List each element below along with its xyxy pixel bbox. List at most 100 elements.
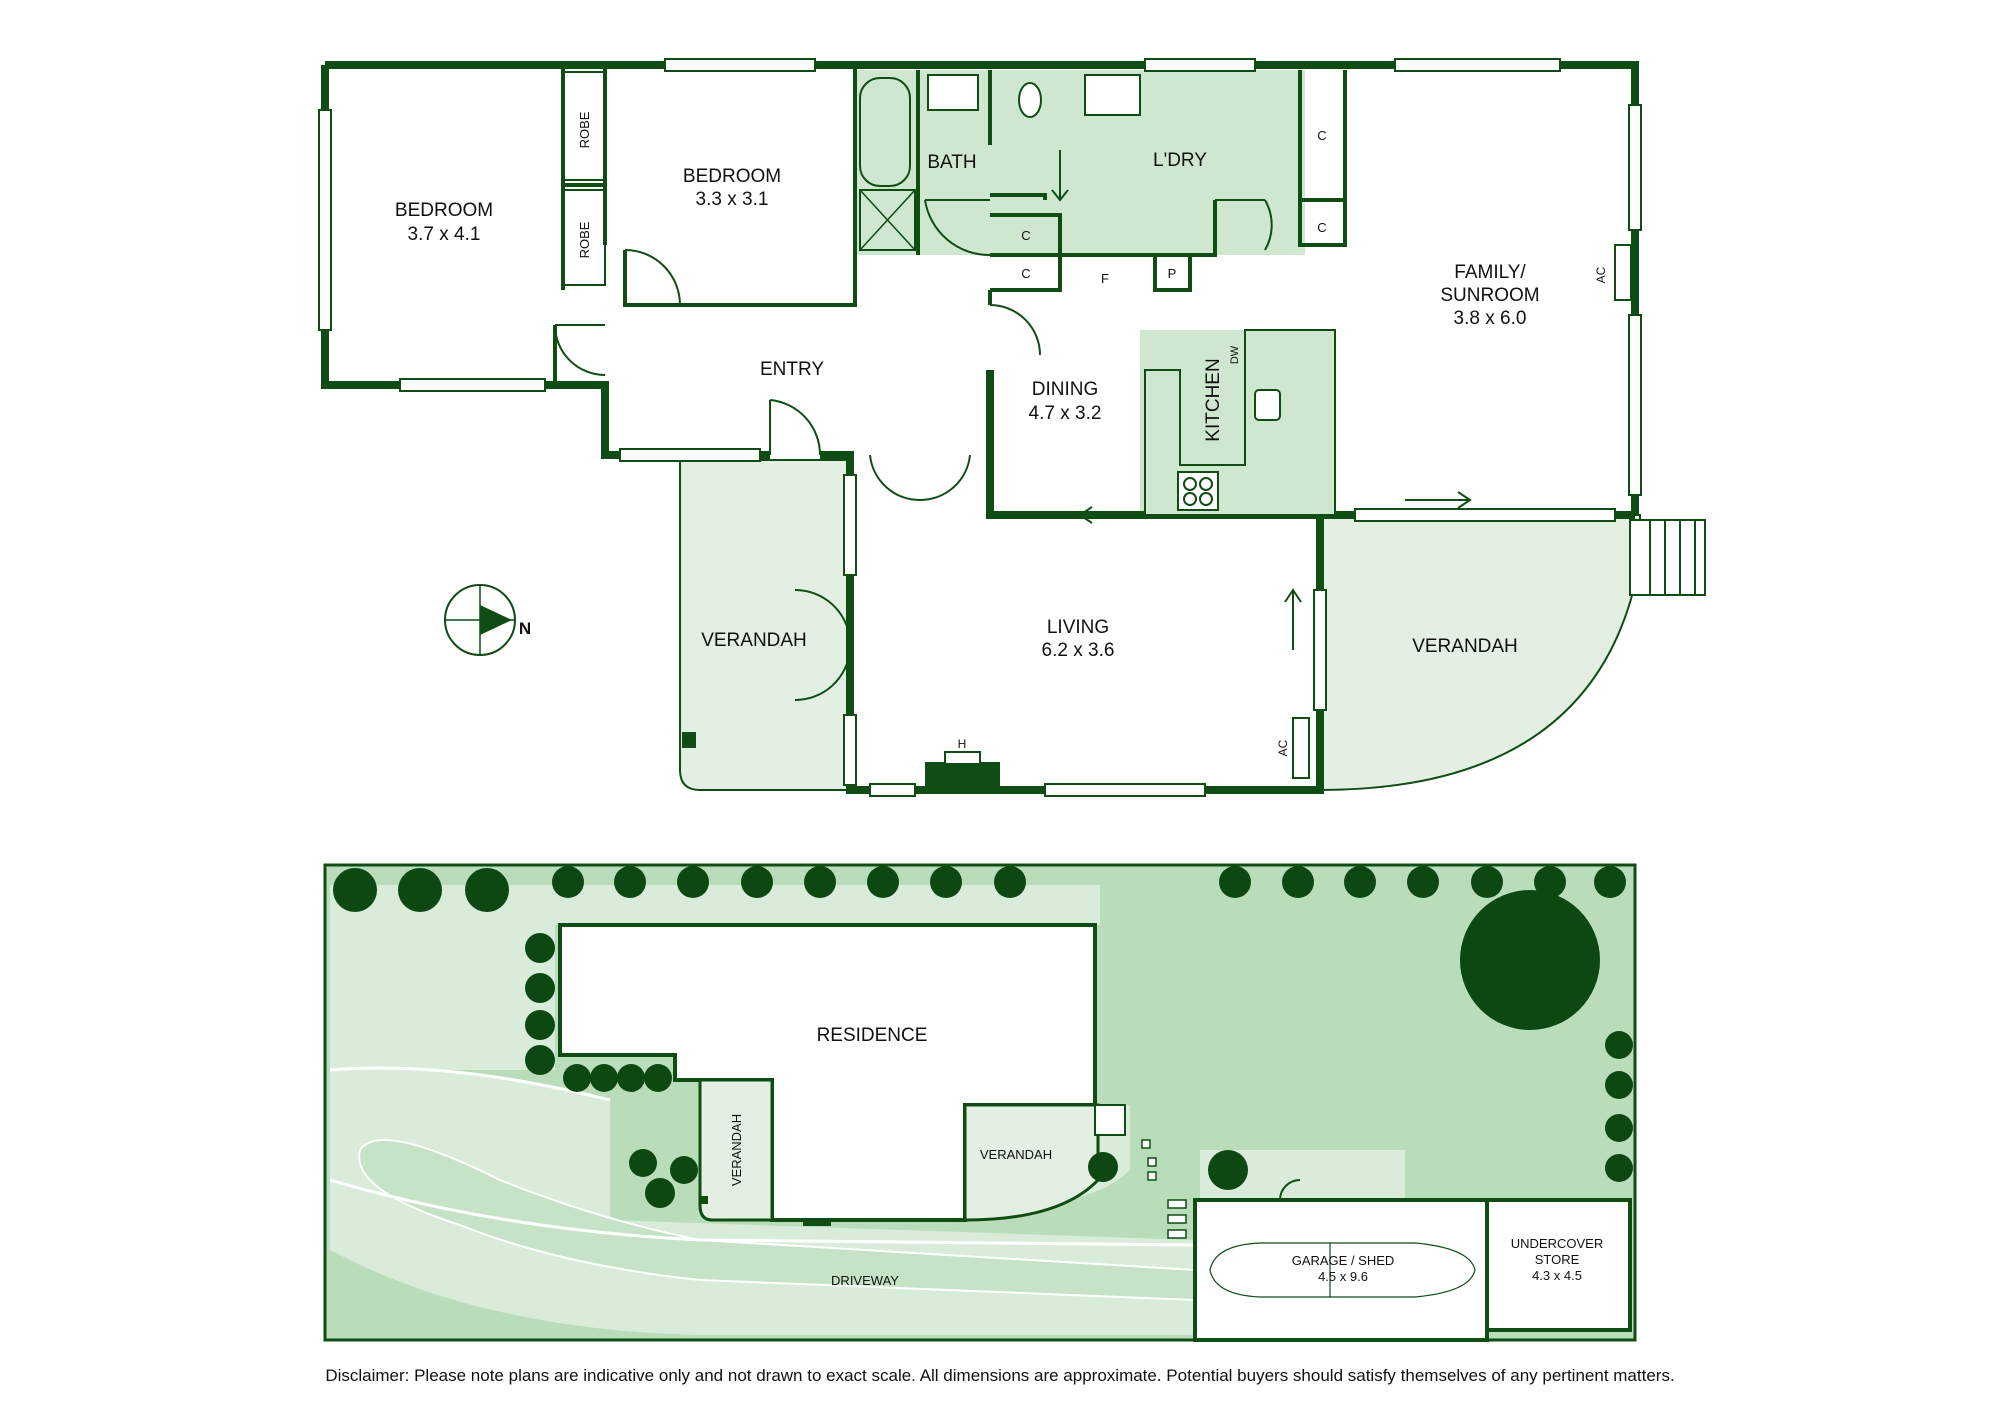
room-bath-name: BATH xyxy=(927,152,976,173)
room-verandah-left-name: VERANDAH xyxy=(701,630,807,651)
robe-label-bottom: ROBE xyxy=(577,221,592,258)
room-living-name: LIVING xyxy=(1047,617,1109,638)
floor-plan: N BEDROOM 3.7 x 4.1 BEDROOM 3.3 x 3.1 BA… xyxy=(318,58,1706,797)
pantry-label: P xyxy=(1168,266,1177,281)
stepping-stone xyxy=(1141,1139,1151,1149)
robe-label-top: ROBE xyxy=(577,111,592,148)
room-bedroom-2-name: BEDROOM xyxy=(683,166,781,187)
tree-icon xyxy=(465,868,509,912)
tree-icon xyxy=(629,1149,657,1177)
pantry-box xyxy=(1153,253,1192,292)
shower-cross xyxy=(859,189,916,251)
garage-size: 4.5 x 9.6 xyxy=(1318,1269,1368,1284)
verandah-post xyxy=(682,732,696,748)
tree-icon xyxy=(525,1010,555,1040)
stepping-stone xyxy=(1167,1229,1187,1239)
window xyxy=(1628,314,1642,496)
arrow-family xyxy=(1405,491,1472,509)
tree-icon xyxy=(644,1064,672,1092)
garage-label: GARAGE / SHED xyxy=(1292,1253,1395,1268)
tree-icon xyxy=(552,866,584,898)
tree-icon xyxy=(525,1045,555,1075)
cooktop-burner xyxy=(1183,492,1197,506)
tree-icon xyxy=(1605,1154,1633,1182)
post-site xyxy=(700,1196,708,1204)
stepping-stone xyxy=(1147,1171,1157,1181)
laundry-fill xyxy=(990,70,1305,255)
tree-icon xyxy=(804,866,836,898)
site-plan: RESIDENCE VERANDAH VERANDAH DRIVEWAY GAR… xyxy=(323,863,1637,1342)
heater xyxy=(925,762,1000,790)
cooktop xyxy=(1177,471,1219,511)
room-bedroom-1-name: BEDROOM xyxy=(395,200,493,221)
bed1-south-wall xyxy=(325,325,557,387)
disclaimer: Disclaimer: Please note plans are indica… xyxy=(325,1366,1675,1385)
side-path xyxy=(1200,1150,1405,1200)
ac-label: AC xyxy=(1594,266,1608,283)
room-living-size: 6.2 x 3.6 xyxy=(1042,640,1115,661)
heater-site xyxy=(803,1218,831,1226)
family-cupboards xyxy=(1298,70,1347,247)
cooktop-burner xyxy=(1199,492,1213,506)
room-bedroom-2-size: 3.3 x 3.1 xyxy=(696,189,769,210)
residence-label: RESIDENCE xyxy=(817,1025,928,1046)
tree-icon xyxy=(741,866,773,898)
room-dining-size: 4.7 x 3.2 xyxy=(1029,403,1102,424)
door-entry-east xyxy=(989,304,1041,356)
tree-icon xyxy=(617,1064,645,1092)
door-living-double xyxy=(869,454,971,502)
robe-top xyxy=(562,71,606,181)
tree-icon xyxy=(1534,866,1566,898)
tree-icon xyxy=(994,866,1026,898)
window xyxy=(318,109,332,331)
window xyxy=(1394,58,1561,72)
cupboard-label: C xyxy=(1317,220,1326,235)
window xyxy=(1044,783,1206,797)
tree-icon xyxy=(563,1064,591,1092)
window xyxy=(664,58,816,72)
tree-icon xyxy=(525,973,555,1003)
steps xyxy=(1629,519,1706,596)
tree-icon xyxy=(1219,866,1251,898)
ac-unit xyxy=(1614,244,1632,301)
kitchen-bench xyxy=(1144,329,1336,516)
toilet xyxy=(1018,82,1042,118)
window xyxy=(843,474,857,576)
door-laundry xyxy=(1215,199,1273,251)
tree-icon xyxy=(930,866,962,898)
room-dining-name: DINING xyxy=(1032,379,1099,400)
room-family-name-2: SUNROOM xyxy=(1440,285,1539,306)
room-verandah-right-name: VERANDAH xyxy=(1412,636,1518,657)
store-label: UNDERCOVER xyxy=(1511,1236,1603,1251)
tree-icon xyxy=(398,868,442,912)
trees xyxy=(333,866,1633,1208)
tree-icon xyxy=(1088,1152,1118,1182)
laundry-tub xyxy=(1084,74,1141,116)
tree-icon xyxy=(867,866,899,898)
room-kitchen-name: KITCHEN xyxy=(1203,358,1224,441)
west-wall xyxy=(321,65,770,459)
verandah-left-site xyxy=(698,1078,774,1222)
window xyxy=(619,448,761,462)
driveway-label: DRIVEWAY xyxy=(831,1273,899,1288)
garage xyxy=(1193,1198,1489,1342)
room-laundry-name: L'DRY xyxy=(1153,150,1207,171)
fridge-label: F xyxy=(1101,271,1109,286)
tree-icon xyxy=(677,866,709,898)
window xyxy=(399,378,546,392)
verandah-left-fill xyxy=(679,459,851,791)
shower xyxy=(859,189,916,251)
tree-icon xyxy=(590,1064,618,1092)
tree-icon xyxy=(525,933,555,963)
compass-label: N xyxy=(519,619,531,638)
ac-label: AC xyxy=(1276,739,1290,756)
room-family-size: 3.8 x 6.0 xyxy=(1454,308,1527,329)
laundry-south-wall xyxy=(990,200,1217,257)
tree-icon xyxy=(1605,1114,1633,1142)
tree-icon xyxy=(1282,866,1314,898)
undercover-store xyxy=(1485,1198,1632,1332)
arrow-laundry xyxy=(1051,150,1069,202)
tree-icon xyxy=(1344,866,1376,898)
arrow-dining xyxy=(1078,506,1140,524)
